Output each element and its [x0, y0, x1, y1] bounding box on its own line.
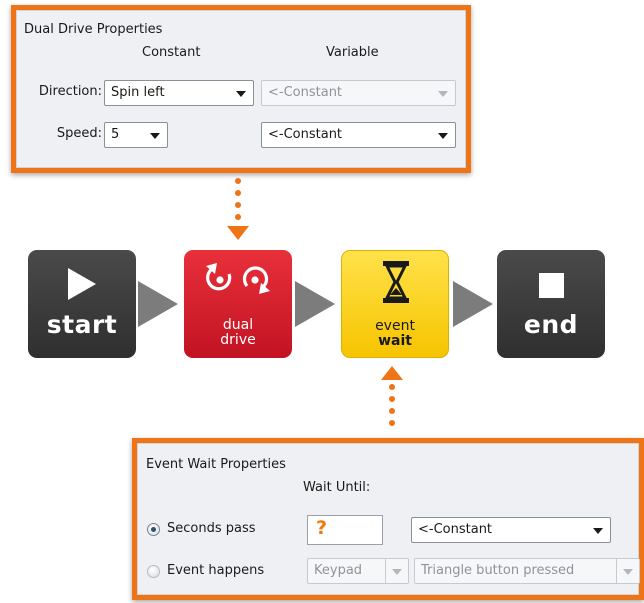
chevron-down-icon: [438, 91, 448, 97]
event-happens-label[interactable]: Event happens: [167, 563, 265, 578]
dropdown-divider: [616, 559, 639, 583]
seconds-value-input[interactable]: ?: [307, 515, 383, 545]
variable-column-header: Variable: [326, 45, 379, 60]
wait-until-column-header: Wait Until:: [303, 480, 371, 495]
end-label: end: [523, 310, 579, 339]
connector-dot: [389, 384, 395, 390]
dual-drive-block[interactable]: dual drive: [184, 250, 292, 358]
speed-constant-select[interactable]: 5: [104, 122, 168, 148]
dual-drive-label-line2: drive: [220, 332, 256, 348]
end-block[interactable]: end: [497, 250, 605, 358]
direction-constant-value: Spin left: [111, 85, 165, 100]
seconds-pass-radio[interactable]: [147, 523, 160, 536]
direction-variable-select: <-Constant: [261, 80, 456, 106]
seconds-variable-select[interactable]: <-Constant: [411, 517, 611, 543]
start-label: start: [46, 310, 118, 339]
direction-constant-select[interactable]: Spin left: [104, 80, 254, 106]
connector-dot: [235, 202, 241, 208]
rotate-icon: [206, 263, 270, 294]
event-wait-properties-panel: Event Wait Properties Wait Until: Second…: [132, 438, 644, 600]
chevron-down-icon: [392, 569, 402, 575]
event-source-select: Keypad: [307, 558, 409, 584]
chevron-down-icon: [623, 569, 633, 575]
dropdown-divider: [385, 559, 408, 583]
start-block[interactable]: start: [28, 250, 136, 358]
speed-label: Speed:: [56, 126, 102, 141]
chevron-down-icon: [438, 133, 448, 139]
chevron-down-icon: [236, 91, 246, 97]
seconds-pass-label[interactable]: Seconds pass: [167, 521, 256, 536]
connector-dot: [235, 190, 241, 196]
connector-dot: [389, 396, 395, 402]
connector-arrow-up: [381, 366, 403, 380]
event-wait-label-line2: wait: [378, 333, 412, 349]
hourglass-icon: [383, 261, 409, 303]
connector-dot: [235, 178, 241, 184]
speed-variable-select[interactable]: <-Constant: [261, 122, 456, 148]
dual-drive-properties-panel: Dual Drive Properties Constant Variable …: [11, 5, 471, 173]
dual-drive-label-line1: dual: [222, 317, 254, 333]
chevron-down-icon: [150, 133, 160, 139]
constant-column-header: Constant: [142, 45, 201, 60]
seconds-value-placeholder: ?: [316, 517, 328, 539]
event-trigger-value: Triangle button pressed: [421, 563, 575, 578]
speed-variable-value: <-Constant: [268, 127, 343, 142]
event-trigger-select: Triangle button pressed: [414, 558, 640, 584]
panel-title: Dual Drive Properties: [24, 22, 163, 37]
panel-inner-frame: [137, 443, 639, 595]
event-source-value: Keypad: [314, 563, 363, 578]
connector-dot: [389, 408, 395, 414]
flow-arrow: [453, 281, 493, 327]
flow-arrow: [138, 281, 178, 327]
event-wait-label-line1: event: [375, 318, 415, 334]
event-wait-block[interactable]: event wait: [341, 250, 449, 358]
play-icon: [68, 268, 96, 300]
flow-arrow: [295, 281, 335, 327]
direction-variable-value: <-Constant: [268, 85, 343, 100]
panel-inner-frame: [16, 10, 466, 168]
connector-arrow-down: [227, 226, 249, 240]
direction-label: Direction:: [38, 84, 102, 99]
speed-constant-value: 5: [111, 127, 120, 142]
event-happens-radio[interactable]: [147, 565, 160, 578]
seconds-variable-value: <-Constant: [418, 522, 493, 537]
chevron-down-icon: [593, 528, 603, 534]
panel-title: Event Wait Properties: [146, 457, 286, 472]
stop-icon: [539, 273, 564, 298]
connector-dot: [389, 420, 395, 426]
connector-dot: [235, 214, 241, 220]
